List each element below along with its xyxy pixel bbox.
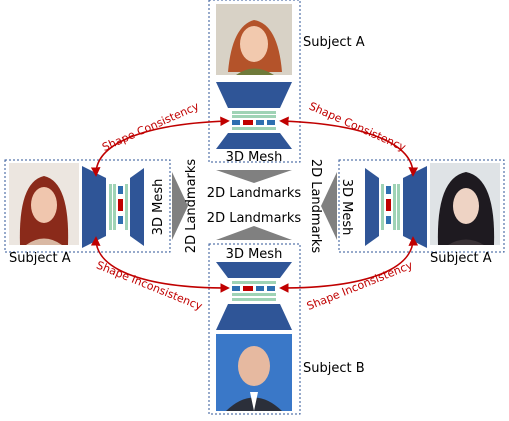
panel-top xyxy=(208,0,301,163)
label-subject-a-left: Subject A xyxy=(9,251,71,266)
label-shape-consistency-left: Shape Consistency xyxy=(100,99,201,154)
red-arrow-consistency-left xyxy=(90,116,230,177)
photo-subject-b-bottom xyxy=(216,334,292,411)
label-landmarks-right: 2D Landmarks xyxy=(308,159,323,254)
label-mesh-bottom: 3D Mesh xyxy=(226,247,283,262)
gray-arrow-left xyxy=(172,172,188,240)
label-mesh-right: 3D Mesh xyxy=(339,179,354,236)
label-subject-a-right: Subject A xyxy=(430,251,492,266)
panel-right xyxy=(338,159,505,253)
photo-subject-a-top xyxy=(216,4,292,75)
red-arrow-consistency-right xyxy=(279,116,419,177)
gray-arrow-bottom xyxy=(216,226,292,240)
network-right xyxy=(365,166,427,248)
red-arrow-inconsistency-left xyxy=(90,236,230,293)
network-top xyxy=(216,82,292,149)
label-subject-b-bottom: Subject B xyxy=(303,361,365,376)
gray-arrow-right xyxy=(321,172,337,240)
panel-bottom xyxy=(208,243,301,415)
photo-subject-a-left xyxy=(9,163,79,245)
label-landmarks-center-top: 2D Landmarks xyxy=(207,186,302,201)
gray-arrow-top xyxy=(216,170,292,183)
network-bottom xyxy=(216,262,292,330)
label-mesh-left: 3D Mesh xyxy=(151,179,166,236)
network-left xyxy=(82,166,144,248)
label-landmarks-left: 2D Landmarks xyxy=(184,159,199,254)
photo-subject-a-right xyxy=(430,163,500,245)
label-shape-consistency-right: Shape Consistency xyxy=(307,100,408,155)
label-landmarks-center-bottom: 2D Landmarks xyxy=(207,211,302,226)
label-subject-a-top: Subject A xyxy=(303,35,365,50)
red-arrow-inconsistency-right xyxy=(279,236,419,293)
panel-left xyxy=(4,159,171,253)
label-mesh-top: 3D Mesh xyxy=(226,150,283,165)
